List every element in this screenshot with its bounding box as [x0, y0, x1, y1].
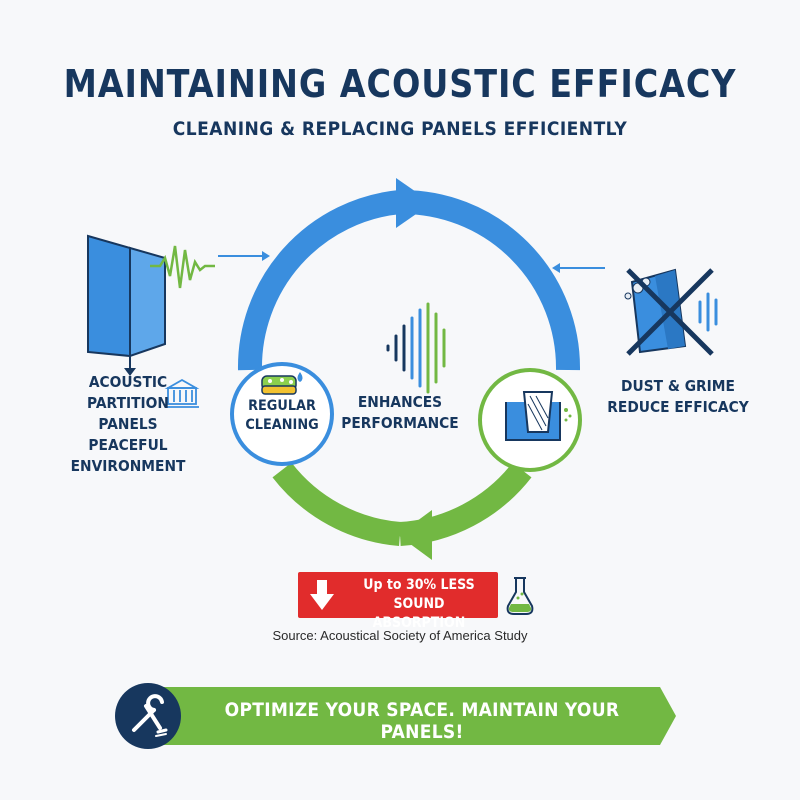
cleaning-node — [230, 362, 334, 466]
right-panel-label: DUST & GRIME REDUCE EFFICACY — [604, 376, 751, 418]
page-title: MAINTAINING ACOUSTIC EFFICACY — [63, 62, 737, 106]
stat-line-1: Up to 30% LESS — [363, 577, 475, 593]
blue-arrow-head — [396, 178, 432, 228]
center-label-line: ENHANCES — [357, 393, 443, 411]
left-label-line: ACOUSTIC — [88, 373, 168, 391]
cleaning-label: REGULAR CLEANING — [236, 397, 328, 435]
left-label-line: PEACEFUL — [88, 436, 168, 454]
acoustic-panel-icon — [87, 234, 166, 376]
cleaning-label-line: CLEANING — [245, 417, 319, 433]
sound-wave-icon — [698, 292, 718, 332]
building-icon — [164, 378, 200, 408]
right-label-line: DUST & GRIME — [621, 377, 735, 395]
blue-cycle-arrow — [237, 190, 402, 371]
panel-replacement-icon — [505, 391, 572, 441]
stat-box — [298, 572, 498, 618]
left-label-line: PARTITION — [87, 394, 169, 412]
center-label-line: PERFORMANCE — [341, 414, 459, 432]
flask-icon — [506, 577, 534, 615]
green-arrow-head — [398, 510, 432, 560]
left-panel-label: ACOUSTIC PARTITION PANELS PEACEFUL ENVIR… — [64, 372, 193, 477]
source-citation: Source: Acoustical Society of America St… — [272, 628, 528, 643]
cta-text: OPTIMIZE YOUR SPACE. MAINTAIN YOUR PANEL… — [224, 699, 620, 743]
cta-banner — [162, 687, 676, 745]
left-label-line: ENVIRONMENT — [70, 457, 186, 475]
sound-wave-icon — [150, 245, 215, 289]
page-subtitle: CLEANING & REPLACING PANELS EFFICIENTLY — [172, 118, 628, 140]
dirty-panel-crossed-icon — [624, 268, 714, 356]
center-label: ENHANCES PERFORMANCE — [326, 392, 473, 434]
cleaning-label-line: REGULAR — [248, 398, 316, 414]
sound-wave-icon — [386, 302, 446, 394]
stat-line-2: SOUND ABSORPTION — [372, 596, 466, 631]
left-label-line: PANELS — [98, 415, 158, 433]
right-label-line: REDUCE EFFICACY — [607, 398, 749, 416]
down-arrow-icon — [310, 580, 334, 610]
tools-icon — [132, 694, 168, 737]
stat-text: Up to 30% LESS SOUND ABSORPTION — [353, 576, 484, 633]
sponge-icon — [261, 372, 303, 395]
